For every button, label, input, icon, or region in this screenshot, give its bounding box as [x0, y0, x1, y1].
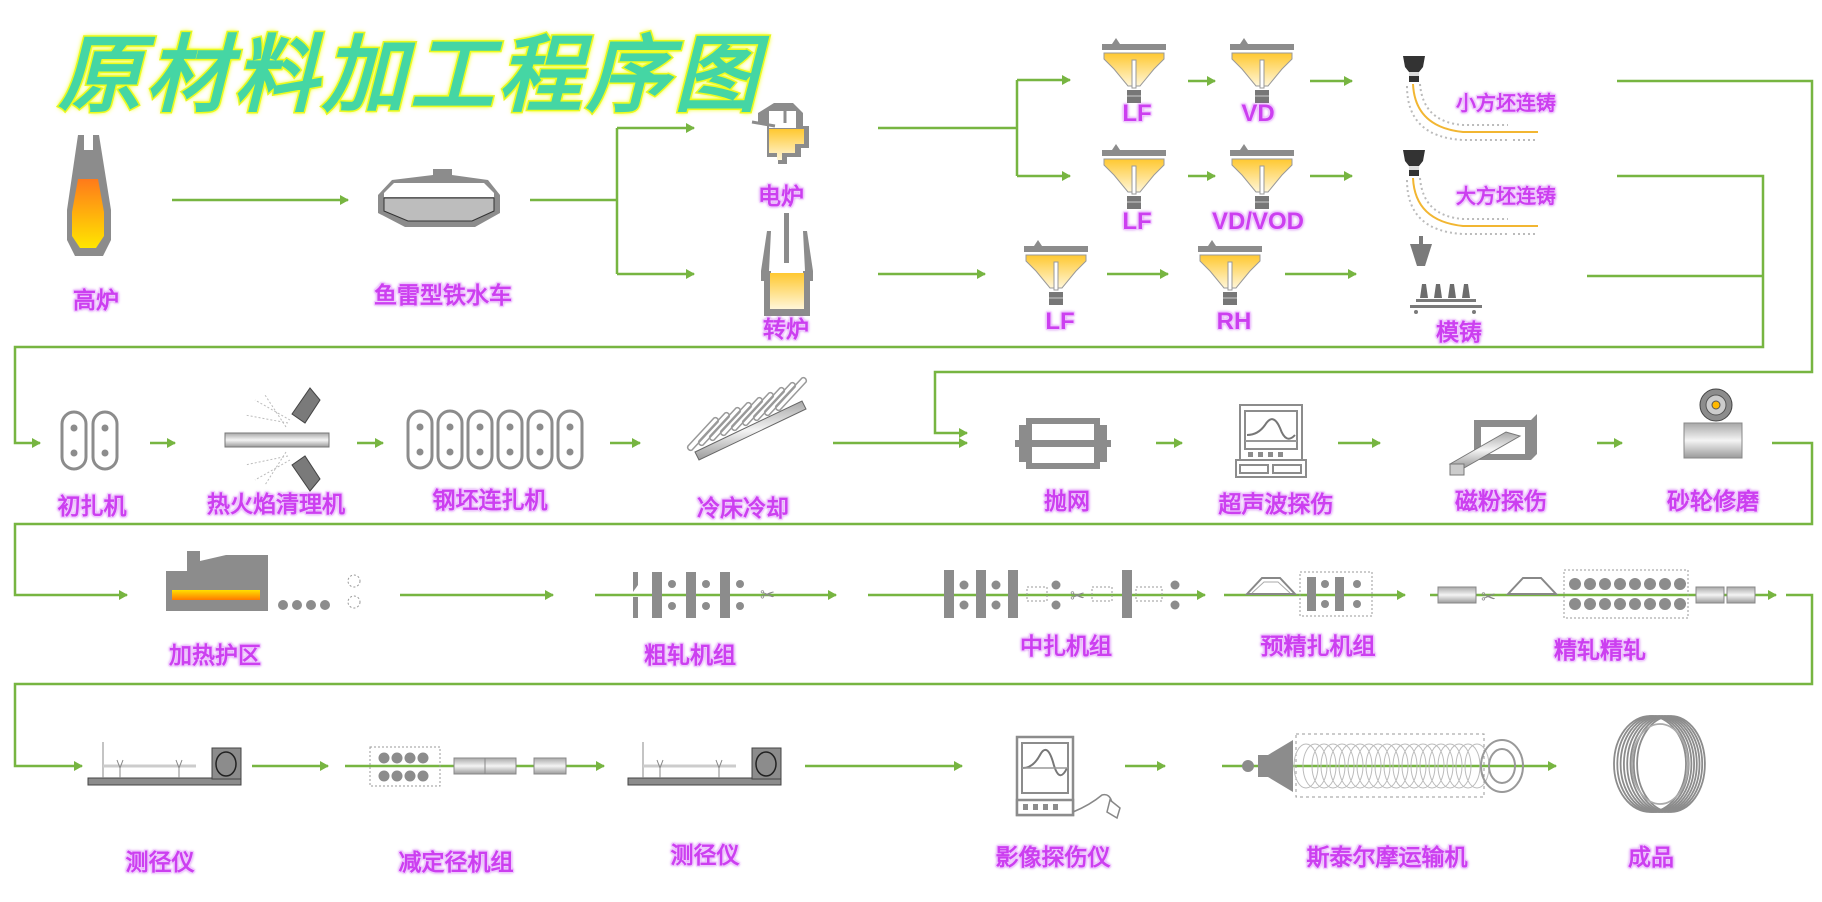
label-torpedo-car: 鱼雷型铁水车: [374, 283, 512, 309]
electric-furnace-icon: [751, 103, 809, 164]
rolling-stands-icon: ✂: [944, 570, 1180, 618]
label-electric-furnace: 电炉: [758, 184, 804, 210]
ladle-furnace-icon: [1102, 144, 1166, 209]
flow-loop-outer: [933, 79, 1814, 438]
torpedo-car-icon: [378, 169, 500, 227]
image-tester-icon: [1015, 735, 1121, 820]
continuous-caster-icon: [1403, 150, 1538, 235]
six-roll-stand-icon: [406, 409, 584, 470]
ladle-furnace-icon: [1198, 240, 1262, 305]
label-finishing: 精轧精轧: [1554, 638, 1646, 664]
label-grinding: 砂轮修磨: [1667, 489, 1759, 515]
cooling-bed-icon: [686, 376, 808, 461]
ladle-furnace-icon: [1102, 38, 1166, 103]
label-imaging: 影像探伤仪: [995, 845, 1111, 871]
finishing-block-icon: ✂: [1437, 569, 1756, 619]
label-reheat: 加热护区: [169, 643, 261, 669]
blast-furnace-icon: [67, 135, 111, 256]
wire-coil-icon: [1613, 715, 1706, 813]
flow-loop-row2: [13, 441, 1814, 600]
label-rh: RH: [1216, 308, 1252, 335]
label-lf-3: LF: [1045, 308, 1075, 335]
label-ingot-casting: 模铸: [1436, 320, 1482, 346]
shot-blast-icon: [1015, 418, 1111, 469]
label-product: 成品: [1628, 845, 1674, 871]
label-converter: 转炉: [763, 317, 809, 343]
flame-scarfer-icon: [224, 387, 330, 492]
ladle-furnace-icon: [1230, 144, 1294, 209]
rolling-stands-icon: ✂: [633, 572, 775, 618]
ultrasonic-tester-icon: [1235, 404, 1307, 478]
svg-text:✂: ✂: [760, 585, 775, 606]
page-title: 原材料加工程序图: [56, 24, 763, 126]
flow-loop-inner: [13, 174, 1765, 448]
label-billet-mill: 钢坯连扎机: [432, 488, 548, 514]
label-magnetic: 磁粉探伤: [1455, 489, 1547, 515]
label-intermediate: 中扎机组: [1020, 634, 1112, 660]
label-cooling-bed: 冷床冷却: [697, 496, 789, 522]
label-lf-2: LF: [1122, 208, 1152, 235]
converter-icon: [761, 213, 813, 316]
label-lf-1: LF: [1122, 100, 1152, 127]
label-shot-blast: 抛网: [1044, 489, 1090, 515]
label-gauge-2: 测径仪: [670, 843, 740, 869]
label-gauge-1: 测径仪: [125, 850, 195, 876]
ingot-mold-icon: [1410, 236, 1482, 314]
label-stelmor: 斯泰尔摩运输机: [1306, 845, 1468, 871]
reheating-furnace-icon: [166, 551, 361, 611]
label-bloom-caster: 大方坯连铸: [1456, 184, 1556, 208]
gauge-icon: [87, 742, 242, 786]
stelmor-conveyor-icon: [1242, 733, 1524, 798]
label-vd: VD: [1241, 100, 1275, 127]
label-blast-furnace: 高炉: [73, 288, 119, 314]
magnetic-tester-icon: [1448, 414, 1537, 476]
label-pre-finishing: 预精扎机组: [1260, 634, 1376, 660]
label-rough-rolling: 粗轧机组: [644, 643, 736, 669]
svg-text:✂: ✂: [1481, 587, 1496, 608]
gauge-icon: [627, 742, 782, 786]
sizing-mill-icon: [369, 746, 567, 787]
label-roughing-mill: 初扎机: [57, 494, 127, 520]
label-vd-vod: VD/VOD: [1211, 208, 1305, 235]
label-ultrasonic: 超声波探伤: [1218, 492, 1334, 518]
ladle-furnace-icon: [1024, 240, 1088, 305]
two-roll-stand-icon: [60, 410, 119, 471]
flow-lines: [13, 75, 1814, 771]
label-scarfing: 热火焰清理机: [207, 492, 345, 518]
grinding-wheel-icon: [1683, 388, 1743, 459]
flow-loop-row3: [13, 593, 1814, 771]
ladle-furnace-icon: [1230, 38, 1294, 103]
label-billet-caster: 小方坯连铸: [1456, 91, 1556, 115]
label-sizing: 减定径机组: [398, 850, 514, 876]
pre-finishing-icon: [1244, 571, 1373, 617]
continuous-caster-icon: [1403, 56, 1538, 141]
svg-text:✂: ✂: [1070, 586, 1085, 607]
